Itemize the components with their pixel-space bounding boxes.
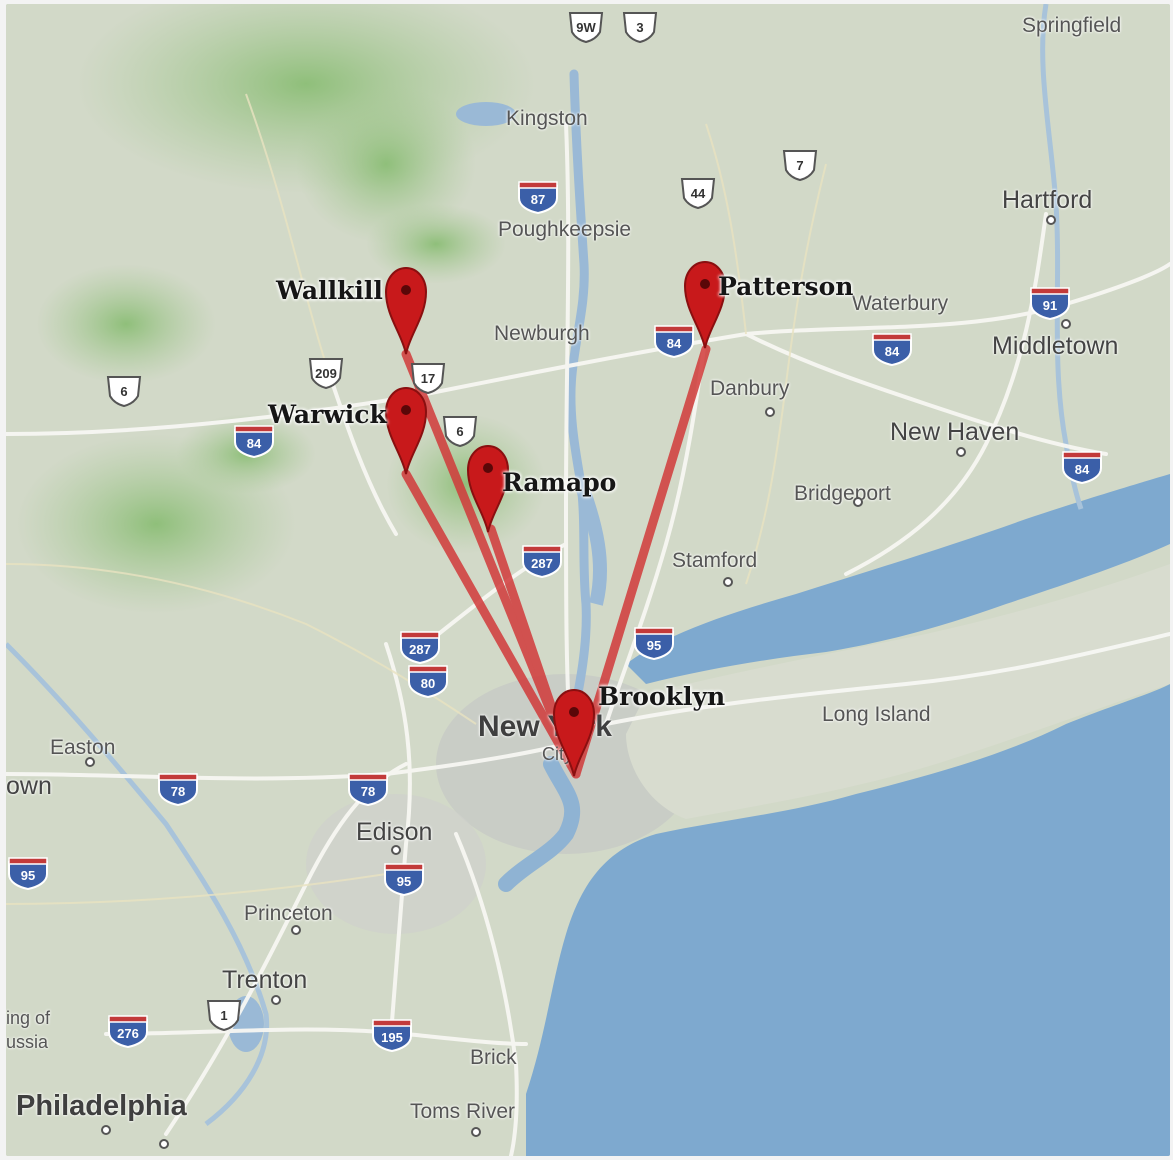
pin-label-ramapo: Ramapo	[502, 468, 617, 497]
svg-text:276: 276	[117, 1026, 139, 1041]
place-label-hartford: Hartford	[1002, 186, 1093, 214]
route-warwick-brooklyn	[401, 469, 581, 779]
place-label-danbury: Danbury	[710, 377, 790, 400]
svg-text:84: 84	[667, 336, 682, 351]
place-label-new-haven: New Haven	[890, 418, 1020, 446]
place-label-poughkeepsie: Poughkeepsie	[498, 218, 632, 241]
svg-text:78: 78	[361, 784, 375, 799]
highway-shield-icon: 78	[156, 772, 200, 811]
svg-text:287: 287	[531, 556, 553, 571]
svg-text:95: 95	[21, 868, 35, 883]
highway-shield-icon: 287	[398, 630, 442, 669]
place-label-springfield: Springfield	[1022, 14, 1122, 37]
svg-text:6: 6	[120, 384, 127, 399]
highway-shield-icon: 195	[370, 1018, 414, 1057]
highway-shield-icon: 84	[1060, 450, 1104, 489]
highway-shield-icon: 80	[406, 664, 450, 703]
svg-text:9W: 9W	[576, 20, 596, 35]
highway-shield-icon: 95	[382, 862, 426, 901]
highway-shield-icon: 84	[232, 424, 276, 463]
highway-shield-icon: 95	[6, 856, 50, 895]
svg-text:84: 84	[247, 436, 262, 451]
highway-shield-icon: 9W	[566, 10, 606, 49]
place-label-brick: Brick	[470, 1046, 517, 1069]
highway-shield-icon: 6	[104, 374, 144, 413]
highway-shield-icon: 7	[780, 148, 820, 187]
map-pin-icon[interactable]	[382, 264, 430, 361]
svg-text:95: 95	[647, 638, 661, 653]
place-label-prussia: ussia	[6, 1032, 49, 1052]
place-label-philadelphia: Philadelphia	[16, 1090, 187, 1122]
highway-shield-icon: 3	[620, 10, 660, 49]
place-label-town: own	[6, 772, 52, 800]
svg-text:287: 287	[409, 642, 431, 657]
place-label-middletown: Middletown	[992, 332, 1119, 360]
place-label-bridgeport: Bridgeport	[794, 482, 891, 505]
map-pin-icon[interactable]	[382, 384, 430, 481]
pin-label-patterson: Patterson	[718, 272, 854, 301]
svg-text:3: 3	[636, 20, 643, 35]
highway-shield-icon: 91	[1028, 286, 1072, 325]
highway-shield-icon: 44	[678, 176, 718, 215]
highway-shield-icon: 87	[516, 180, 560, 219]
svg-text:84: 84	[1075, 462, 1090, 477]
svg-text:6: 6	[456, 424, 463, 439]
place-label-edison: Edison	[356, 818, 433, 846]
highway-shield-icon: 17	[408, 361, 448, 400]
place-label-toms-river: Toms River	[410, 1100, 516, 1123]
place-label-long-island: Long Island	[822, 703, 931, 726]
map-pin-icon[interactable]	[550, 686, 598, 783]
highway-shield-icon: 84	[652, 324, 696, 363]
svg-text:195: 195	[381, 1030, 403, 1045]
highway-shield-icon: 209	[306, 356, 346, 395]
highway-shield-icon: 276	[106, 1014, 150, 1053]
svg-text:44: 44	[691, 186, 706, 201]
pin-label-warwick: Warwick	[268, 400, 387, 429]
place-label-princeton: Princeton	[244, 902, 333, 925]
place-label-easton: Easton	[50, 736, 116, 759]
svg-text:87: 87	[531, 192, 545, 207]
city-dots	[85, 215, 1071, 1149]
highway-shield-icon: 287	[520, 544, 564, 583]
place-label-trenton: Trenton	[222, 966, 308, 994]
highway-shield-icon: 78	[346, 772, 390, 811]
highway-shield-icon: 84	[870, 332, 914, 371]
svg-text:84: 84	[885, 344, 900, 359]
place-label-king-of: ing of	[6, 1008, 51, 1028]
place-label-waterbury: Waterbury	[852, 292, 949, 315]
pin-label-brooklyn: Brooklyn	[598, 682, 726, 711]
highway-shield-icon: 95	[632, 626, 676, 665]
svg-text:78: 78	[171, 784, 185, 799]
svg-text:7: 7	[796, 158, 803, 173]
map-pin-icon[interactable]	[681, 258, 729, 355]
svg-text:17: 17	[421, 371, 435, 386]
place-label-newburgh: Newburgh	[494, 322, 590, 345]
map-pin-icon[interactable]	[464, 442, 512, 539]
place-label-stamford: Stamford	[672, 549, 758, 572]
map-view[interactable]: 9W 3 87 44 7 91 84 84 209 6 17 84 6 84 287 95 287 80 78 78 9…	[6, 4, 1170, 1156]
svg-text:1: 1	[220, 1008, 227, 1023]
svg-text:91: 91	[1043, 298, 1057, 313]
highway-shield-icon: 6	[440, 414, 480, 453]
svg-text:95: 95	[397, 874, 411, 889]
svg-text:209: 209	[315, 366, 337, 381]
place-label-kingston: Kingston	[506, 107, 588, 130]
svg-text:80: 80	[421, 676, 435, 691]
pin-label-wallkill: Wallkill	[276, 276, 383, 305]
route-patterson-brooklyn	[571, 344, 711, 779]
map-base-layer	[6, 4, 1170, 1156]
highway-shield-icon: 1	[204, 998, 244, 1037]
